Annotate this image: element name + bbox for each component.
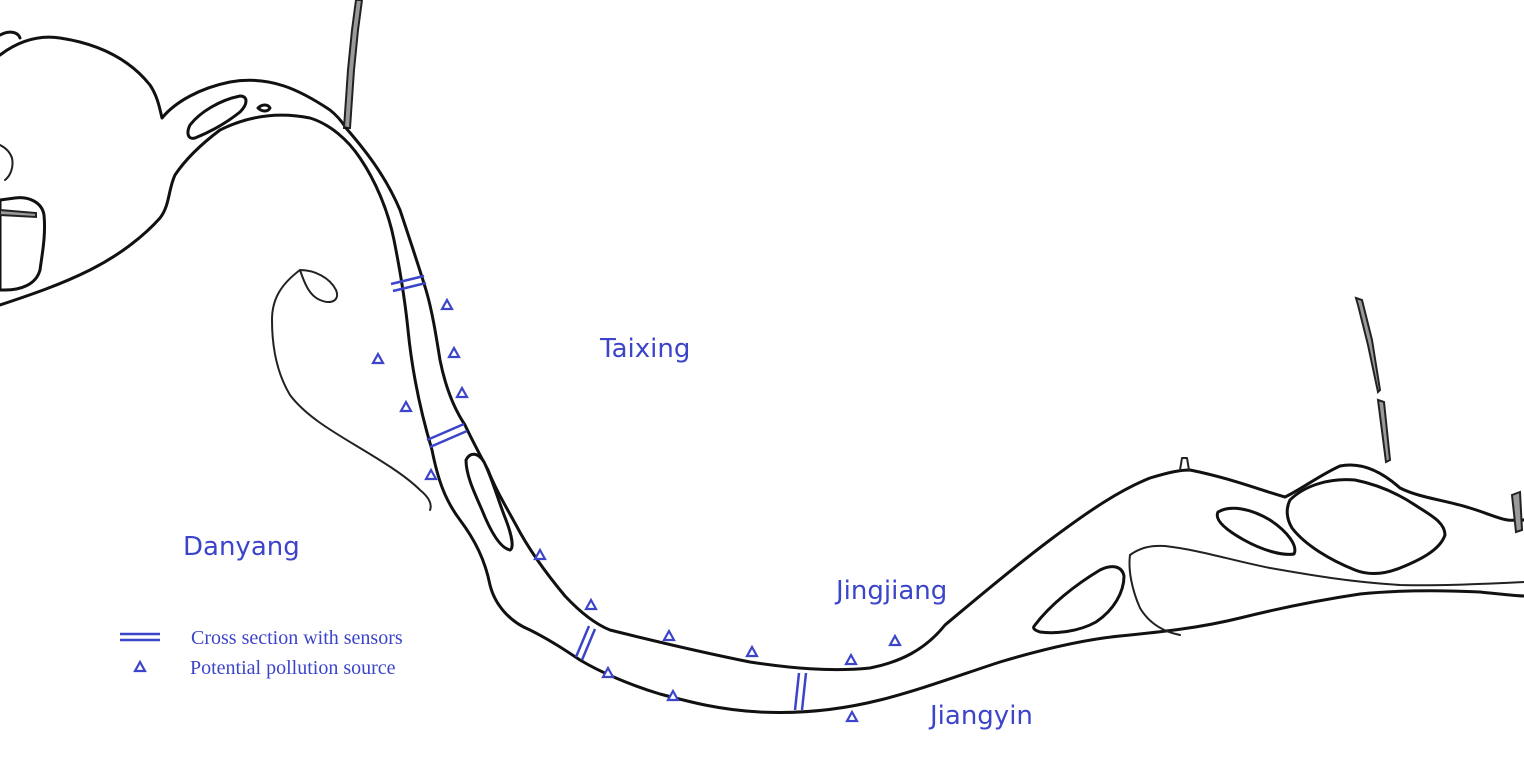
legend: Cross section with sensors Potential pol… <box>120 627 403 679</box>
pollution-source-marker <box>601 665 615 679</box>
cross-section-4 <box>793 672 808 711</box>
island-far-left <box>0 196 46 292</box>
island-east-small <box>1215 506 1297 556</box>
pollution-source-marker <box>844 652 858 666</box>
legend-pollution-label: Potential pollution source <box>190 657 396 679</box>
pollution-source-marker <box>455 385 469 399</box>
pollution-source-marker <box>399 399 413 413</box>
legend-pollution-symbol <box>133 659 147 673</box>
pollution-source-marker <box>533 547 547 561</box>
island-upper-left <box>186 94 248 140</box>
cross-section-3 <box>574 625 597 661</box>
pollution-source-marker <box>745 644 759 658</box>
island-lower-middle <box>1032 565 1126 635</box>
island-east-large <box>1285 478 1447 576</box>
place-label-danyang: Danyang <box>183 532 300 562</box>
pollution-source-marker <box>662 628 676 642</box>
cross-section-1 <box>390 274 427 293</box>
pollution-sources <box>371 297 902 723</box>
islands <box>0 94 1447 635</box>
south-shoreline <box>0 113 1524 714</box>
island-mid-channel <box>464 452 514 552</box>
place-label-jingjiang: Jingjiang <box>834 576 947 606</box>
pollution-source-marker <box>584 597 598 611</box>
place-label-jiangyin: Jiangyin <box>928 701 1033 731</box>
pollution-source-marker <box>447 345 461 359</box>
legend-cross-section-symbol <box>120 632 160 642</box>
pollution-source-marker <box>371 351 385 365</box>
north-shoreline <box>0 0 1524 672</box>
cross-section-2 <box>426 422 468 449</box>
pollution-source-marker <box>666 688 680 702</box>
pollution-source-marker <box>888 633 902 647</box>
pollution-source-marker <box>845 709 859 723</box>
cross-sections <box>390 274 808 711</box>
pollution-source-marker <box>424 467 438 481</box>
legend-cross-section-label: Cross section with sensors <box>191 627 403 649</box>
place-label-taixing: Taixing <box>599 334 690 364</box>
left-edge-details <box>0 30 37 219</box>
island-small-left <box>256 103 272 113</box>
pollution-source-marker <box>440 297 454 311</box>
